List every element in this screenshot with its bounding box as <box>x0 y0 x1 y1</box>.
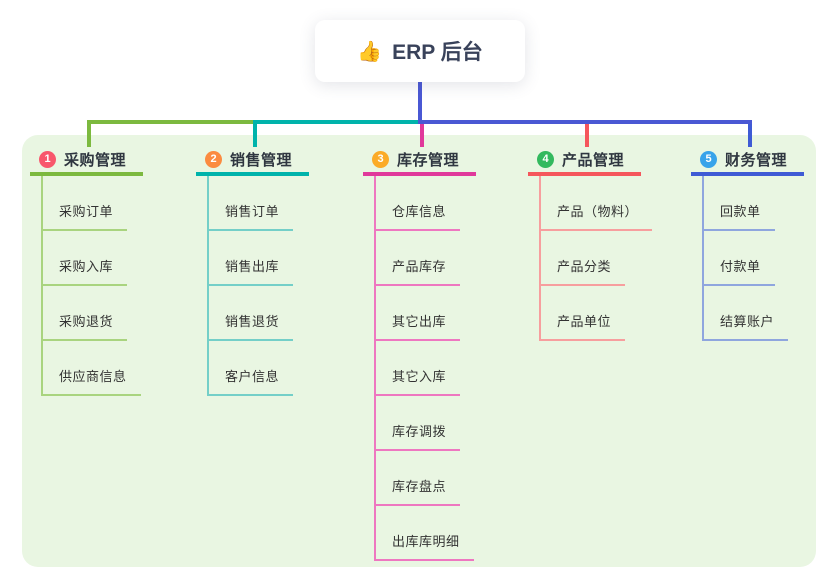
child-node[interactable]: 付款单 <box>704 231 831 286</box>
branch-title-label: 库存管理 <box>397 152 460 169</box>
root-node-label: ERP 后台 <box>392 41 483 64</box>
branch-children: 销售订单销售出库销售退货客户信息 <box>207 176 336 396</box>
child-node-label: 销售订单 <box>209 201 294 231</box>
child-node-label: 其它出库 <box>376 311 461 341</box>
child-node-label: 采购退货 <box>43 311 128 341</box>
child-node-label: 出库库明细 <box>376 531 474 561</box>
child-node-label: 采购入库 <box>43 256 128 286</box>
child-node-label: 库存盘点 <box>376 476 461 506</box>
branch-drop-line-5 <box>748 120 752 147</box>
branch-drop-line-2 <box>253 120 257 147</box>
child-node[interactable]: 采购退货 <box>43 286 170 341</box>
child-node-label: 销售退货 <box>209 311 294 341</box>
branch-drop-line-4 <box>585 120 589 147</box>
child-node-label: 销售出库 <box>209 256 294 286</box>
branch-title[interactable]: 5 财务管理 <box>691 147 804 176</box>
child-node[interactable]: 产品（物料） <box>541 176 668 231</box>
bus-segment-left <box>87 120 253 124</box>
branches-background-panel <box>22 135 816 567</box>
child-node-label: 产品分类 <box>541 256 626 286</box>
branch-node-2: 2 销售管理 销售订单销售出库销售退货客户信息 <box>196 147 336 396</box>
child-node-label: 库存调拨 <box>376 421 461 451</box>
branch-number-badge: 4 <box>537 151 554 168</box>
child-node-label: 供应商信息 <box>43 366 141 396</box>
branch-drop-line-1 <box>87 120 91 147</box>
child-node[interactable]: 采购订单 <box>43 176 170 231</box>
child-node[interactable]: 其它出库 <box>376 286 503 341</box>
branch-node-4: 4 产品管理 产品（物料） 产品分类产品单位 <box>528 147 668 341</box>
branch-children: 产品（物料） 产品分类产品单位 <box>539 176 668 341</box>
branch-children: 回款单付款单结算账户 <box>702 176 831 341</box>
branch-children: 采购订单采购入库采购退货供应商信息 <box>41 176 170 396</box>
child-node-label: 付款单 <box>704 256 775 286</box>
branch-node-1: 1 采购管理 采购订单采购入库采购退货供应商信息 <box>30 147 170 396</box>
child-node[interactable]: 客户信息 <box>209 341 336 396</box>
child-node[interactable]: 销售订单 <box>209 176 336 231</box>
branch-drop-line-3 <box>420 120 424 147</box>
child-node[interactable]: 回款单 <box>704 176 831 231</box>
branch-title[interactable]: 4 产品管理 <box>528 147 641 176</box>
child-node-label: 其它入库 <box>376 366 461 396</box>
child-node-label: 仓库信息 <box>376 201 461 231</box>
child-node-label: 产品单位 <box>541 311 626 341</box>
child-node[interactable]: 产品单位 <box>541 286 668 341</box>
branch-title[interactable]: 2 销售管理 <box>196 147 309 176</box>
child-node-label: 客户信息 <box>209 366 294 396</box>
child-node[interactable]: 产品分类 <box>541 231 668 286</box>
child-node[interactable]: 仓库信息 <box>376 176 503 231</box>
branch-title-label: 财务管理 <box>725 152 788 169</box>
root-node[interactable]: 👍 ERP 后台 <box>315 20 525 82</box>
root-stem-line <box>418 82 422 124</box>
child-node[interactable]: 供应商信息 <box>43 341 170 396</box>
child-node[interactable]: 结算账户 <box>704 286 831 341</box>
bus-segment-right <box>420 120 752 124</box>
branch-node-5: 5 财务管理 回款单付款单结算账户 <box>691 147 831 341</box>
branch-number-badge: 5 <box>700 151 717 168</box>
branch-title[interactable]: 1 采购管理 <box>30 147 143 176</box>
child-node-label: 结算账户 <box>704 311 789 341</box>
branch-node-3: 3 库存管理 仓库信息产品库存其它出库其它入库库存调拨库存盘点出库库明细 <box>363 147 503 561</box>
child-node[interactable]: 库存调拨 <box>376 396 503 451</box>
child-node-label: 产品（物料） <box>541 201 653 231</box>
branch-title-label: 采购管理 <box>64 152 127 169</box>
branch-title-label: 产品管理 <box>562 152 625 169</box>
branch-number-badge: 3 <box>372 151 389 168</box>
branch-title-label: 销售管理 <box>230 152 293 169</box>
child-node[interactable]: 产品库存 <box>376 231 503 286</box>
thumbs-up-icon: 👍 <box>357 40 383 63</box>
branch-children: 仓库信息产品库存其它出库其它入库库存调拨库存盘点出库库明细 <box>374 176 503 561</box>
child-node[interactable]: 销售出库 <box>209 231 336 286</box>
child-node[interactable]: 采购入库 <box>43 231 170 286</box>
branch-number-badge: 2 <box>205 151 222 168</box>
branch-title[interactable]: 3 库存管理 <box>363 147 476 176</box>
child-node[interactable]: 其它入库 <box>376 341 503 396</box>
branch-number-badge: 1 <box>39 151 56 168</box>
child-node[interactable]: 库存盘点 <box>376 451 503 506</box>
child-node[interactable]: 出库库明细 <box>376 506 503 561</box>
bus-segment-middle <box>253 120 420 124</box>
child-node-label: 回款单 <box>704 201 775 231</box>
child-node-label: 产品库存 <box>376 256 461 286</box>
child-node[interactable]: 销售退货 <box>209 286 336 341</box>
child-node-label: 采购订单 <box>43 201 128 231</box>
